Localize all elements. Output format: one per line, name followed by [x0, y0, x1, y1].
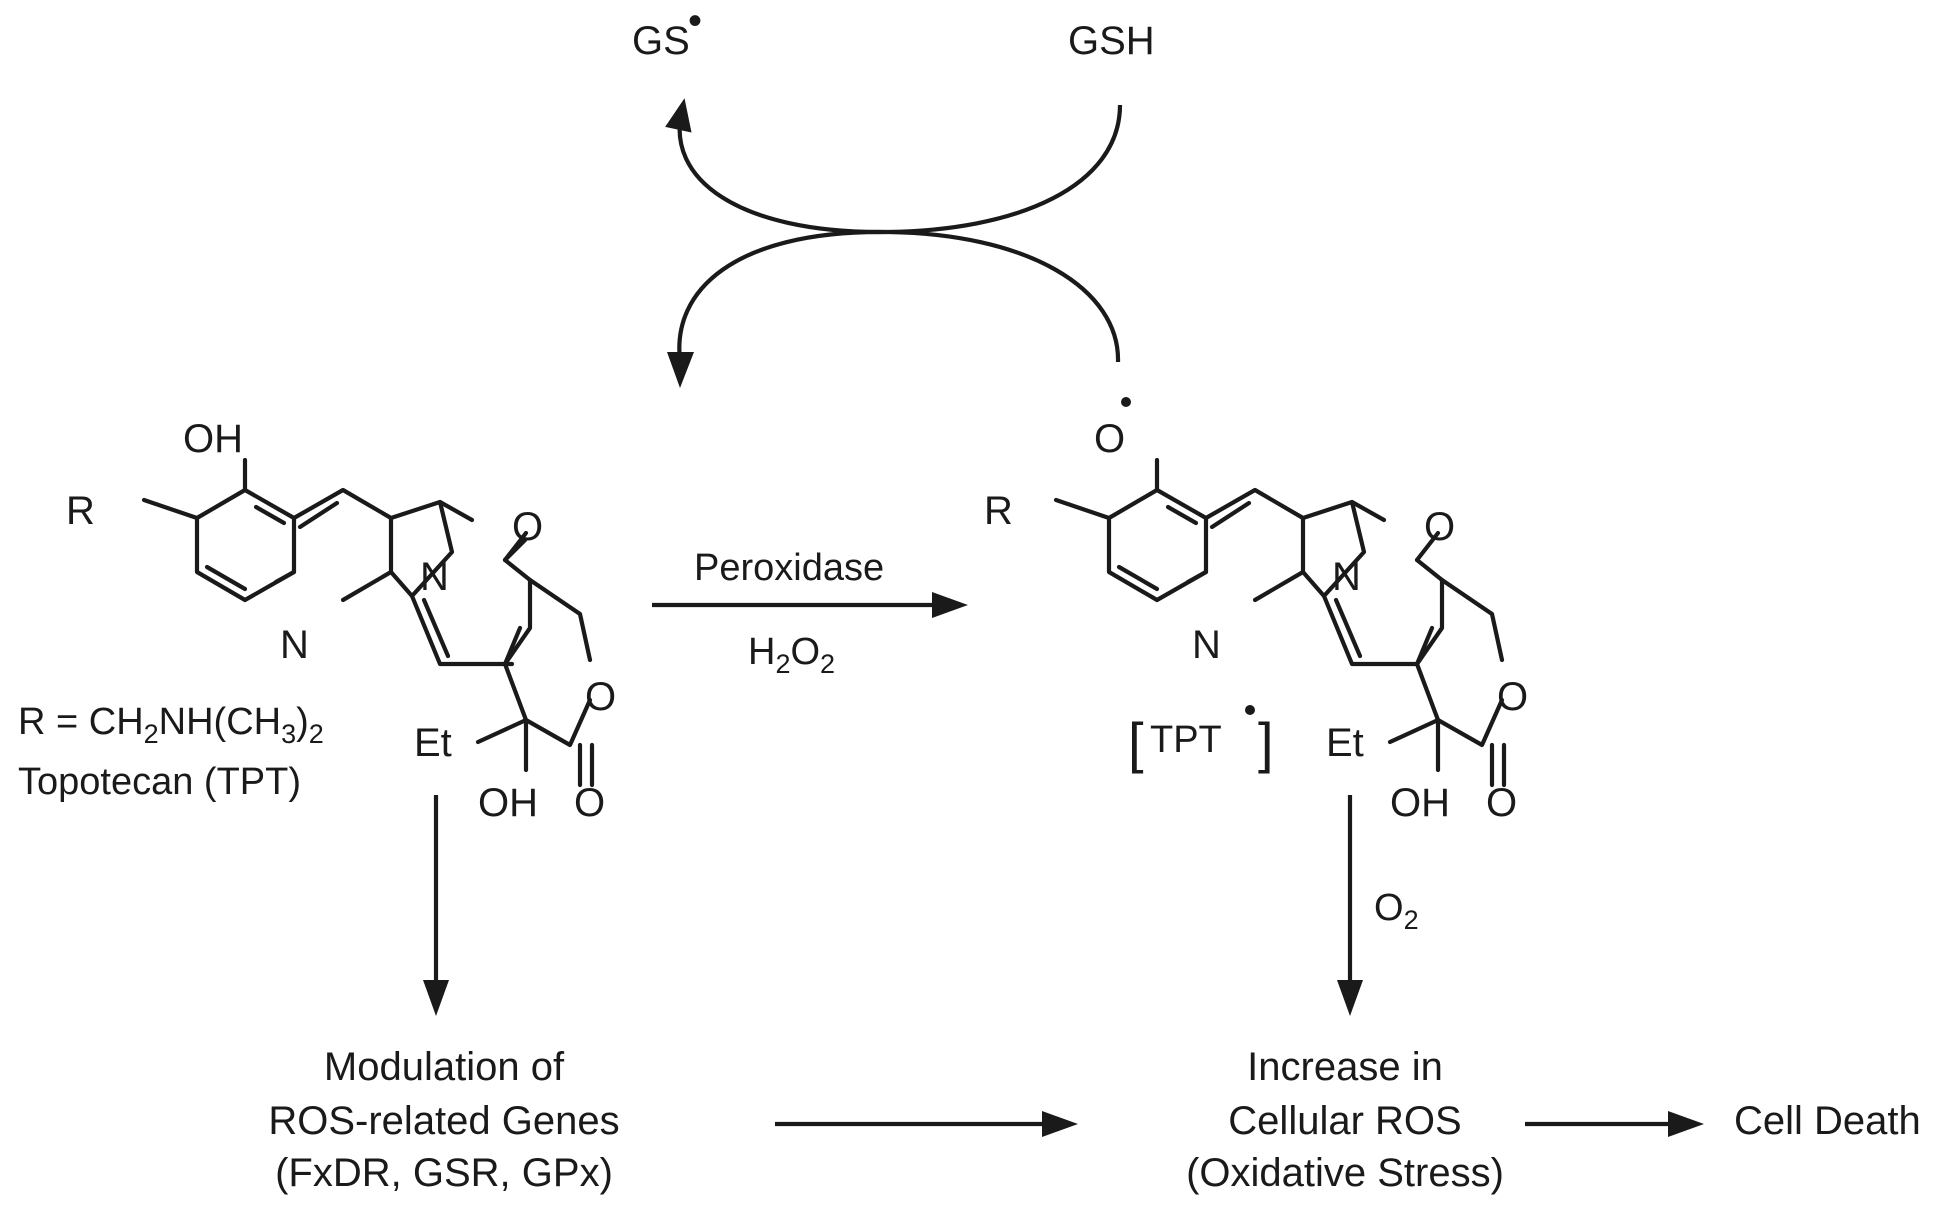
- topotecan-name: Topotecan (TPT): [18, 761, 301, 803]
- bracket-close: ]: [1258, 711, 1274, 774]
- gs-radical-arrowhead: [665, 98, 692, 133]
- redox-cycle: GS • GSH: [632, 0, 1155, 388]
- radical-ring-n-label: N: [1332, 555, 1361, 599]
- ring-o-label: O: [585, 675, 616, 719]
- tpt-radical-dot: [1245, 705, 1255, 715]
- radical-to-topotecan-curve: [677, 229, 1121, 363]
- ros-line-1: Increase in: [1247, 1045, 1443, 1089]
- radical-quinoline-n-label: N: [1192, 623, 1221, 667]
- ros-line-2: Cellular ROS: [1228, 1099, 1461, 1143]
- r-definition: R = CH2NH(CH3)2: [18, 701, 324, 749]
- radical-ketone-o-label: O: [1424, 505, 1455, 549]
- peroxidase-label: Peroxidase: [694, 547, 884, 589]
- peroxidase-reaction: Peroxidase H2O2: [652, 547, 968, 679]
- o2-label: O2: [1374, 887, 1419, 935]
- ring-n-label: N: [420, 555, 449, 599]
- gsh-label: GSH: [1068, 19, 1155, 63]
- radical-ring-o-label: O: [1497, 675, 1528, 719]
- r-label: R: [66, 489, 95, 533]
- radical-lactone-o-label: O: [1486, 781, 1517, 825]
- radical-o-dot: [1121, 397, 1131, 407]
- gs-radical-label: GS: [632, 19, 690, 63]
- tpt-radical-label: TPT: [1150, 719, 1222, 761]
- ethyl-label: Et: [414, 721, 452, 765]
- radical-oh-bottom-label: OH: [1390, 781, 1450, 825]
- genes-line-3: (FxDR, GSR, GPx): [275, 1151, 613, 1195]
- cell-death-label: Cell Death: [1734, 1099, 1921, 1143]
- h2o2-label: H2O2: [748, 631, 835, 679]
- gsh-to-gs-radical-curve: [677, 104, 1123, 235]
- bracket-open: [: [1128, 711, 1144, 774]
- genes-outcome: Modulation of ROS-related Genes (FxDR, G…: [268, 1045, 619, 1195]
- tpt-radical-name: [ TPT ]: [1128, 705, 1274, 774]
- radical-o-label: O: [1094, 417, 1125, 461]
- topotecan-return-arrowhead: [667, 352, 694, 388]
- radical-ethyl-label: Et: [1326, 721, 1364, 765]
- ketone-o-label: O: [512, 505, 543, 549]
- oh-top-label: OH: [183, 417, 243, 461]
- genes-line-1: Modulation of: [324, 1045, 565, 1089]
- lactone-o-label: O: [574, 781, 605, 825]
- quinoline-n-label: N: [280, 623, 309, 667]
- ros-outcome: Increase in Cellular ROS (Oxidative Stre…: [1186, 1045, 1504, 1195]
- ros-line-3: (Oxidative Stress): [1186, 1151, 1504, 1195]
- oh-bottom-label: OH: [478, 781, 538, 825]
- genes-line-2: ROS-related Genes: [268, 1099, 619, 1143]
- tpt-radical-structure: O R N N O O O Et OH: [984, 397, 1528, 825]
- radical-r-label: R: [984, 489, 1013, 533]
- topotecan-structure: OH R N N O O O Et OH R = CH2NH(CH3)2 Top…: [18, 417, 616, 825]
- gs-radical-dot: •: [688, 0, 702, 43]
